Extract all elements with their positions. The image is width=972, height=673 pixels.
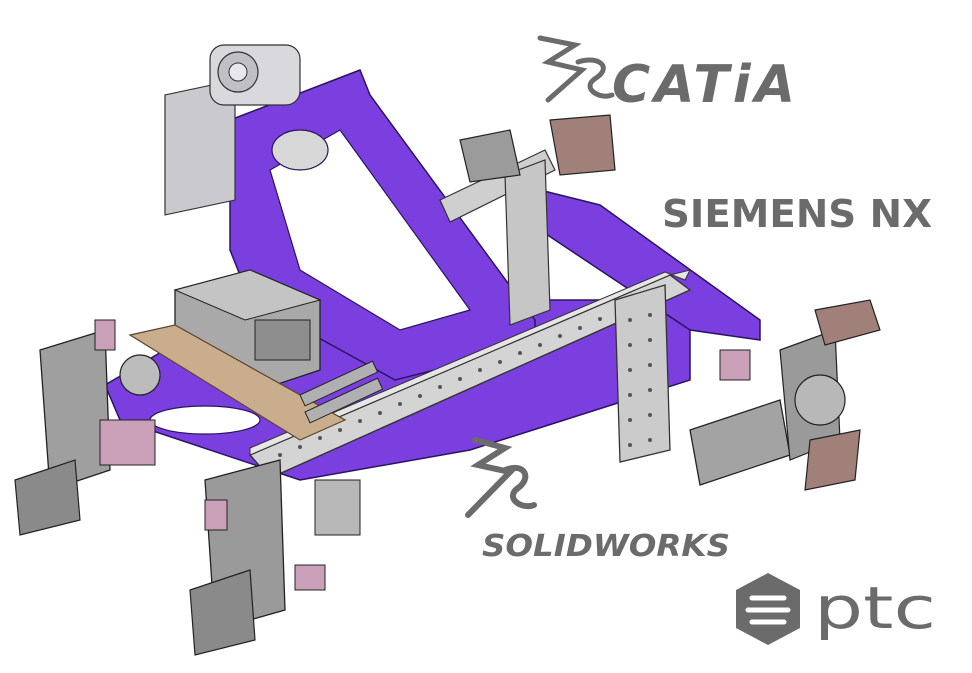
base-cutout <box>149 405 261 435</box>
ptc-hexagon-icon <box>736 573 800 645</box>
dassault-ds-mark-icon <box>537 35 615 103</box>
beam-front-top <box>249 269 691 456</box>
fixture-assembly <box>14 44 881 656</box>
ptc-logo: ptc <box>736 573 936 645</box>
post-front-right <box>614 284 671 463</box>
post-back <box>504 159 551 326</box>
post-front-right-holes <box>628 313 652 447</box>
left-clamp-unit <box>14 319 161 536</box>
tan-plate <box>128 324 347 441</box>
solidworks-logo-text: SOLIDWORKS <box>482 529 730 564</box>
gusset-round-hole <box>271 129 329 171</box>
gusset-cutout <box>269 129 471 331</box>
siemens-nx-logo-text: SIEMENS NX <box>662 192 932 236</box>
actuator-motor <box>164 44 301 216</box>
catia-logo: CATiA <box>537 35 799 115</box>
pneumatic-cylinders <box>299 360 384 424</box>
solidworks-logo: SOLIDWORKS <box>465 437 730 564</box>
right-clamp-unit <box>689 299 881 491</box>
top-right-clamp <box>459 114 616 183</box>
bottom-clamp-unit <box>189 459 361 656</box>
catia-logo-text: CATiA <box>612 55 799 115</box>
dassault-ds-mark-icon-2 <box>465 437 537 518</box>
siemens-nx-logo: SIEMENS NX <box>662 192 932 236</box>
ptc-logo-text: ptc <box>814 574 936 642</box>
